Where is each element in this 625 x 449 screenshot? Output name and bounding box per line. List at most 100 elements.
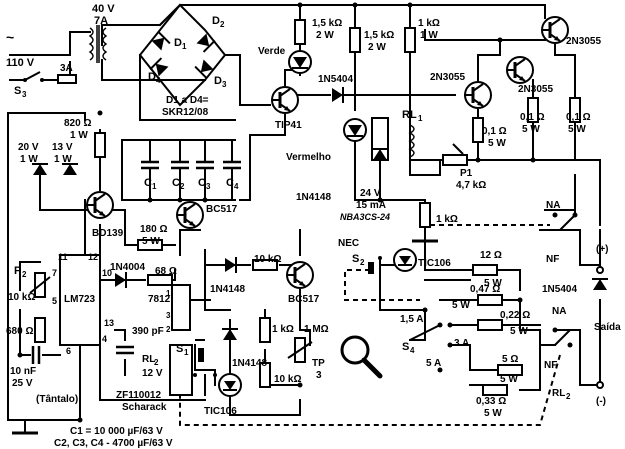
label-r1k-c: 1 kΩ	[272, 324, 294, 335]
label-re2-w: 5 W	[522, 124, 540, 135]
label-r1k-relay: 1 kΩ	[436, 214, 458, 225]
transistor-bd139	[85, 190, 115, 220]
label-r1m: 1 MΩ	[304, 324, 329, 335]
capacitor-390pf	[114, 345, 136, 355]
label-tantalo: (Tântalo)	[36, 394, 78, 405]
fuse	[57, 74, 77, 84]
label-c2-sub: 2	[180, 182, 185, 191]
output-terminal-plus[interactable]	[596, 266, 604, 274]
label-na1: NA	[546, 200, 560, 211]
label-c2: C	[172, 177, 180, 189]
label-c390: 390 pF	[132, 326, 164, 337]
switch-s3	[23, 71, 44, 82]
bridge-diode-d3	[194, 57, 216, 79]
label-p1-val: 4,7 kΩ	[456, 180, 486, 191]
label-d2: D	[212, 15, 220, 27]
label-s4: S	[402, 341, 409, 353]
label-note-2: C2, C3, C4 - 4700 µF/63 V	[54, 438, 173, 449]
label-d4-sub: 4	[156, 76, 161, 85]
label-bc517-b: BC517	[288, 294, 320, 305]
label-v40: 40 V	[92, 3, 115, 15]
label-pin6: 6	[66, 346, 71, 356]
label-z13: 13 V	[52, 142, 73, 153]
label-7812: 7812	[148, 294, 171, 305]
label-d4: D	[148, 71, 156, 83]
test-point-magnifier-icon	[340, 335, 383, 379]
label-s1-sub: 1	[184, 348, 189, 357]
output-terminal-minus[interactable]	[596, 381, 604, 389]
label-saida: Saída	[594, 322, 621, 333]
label-r180-w: 5 W	[142, 236, 160, 247]
switch-s1	[193, 339, 217, 377]
transistor-2n3055-a	[463, 80, 493, 110]
transistor-2n3055-b	[505, 55, 535, 85]
scr-tic106-b	[393, 248, 417, 272]
junction-dots	[17, 2, 536, 423]
label-r15a: 1,5 kΩ	[312, 18, 342, 29]
label-pin10: 10	[102, 268, 112, 278]
label-s1: S	[176, 343, 183, 355]
label-tp: TP	[312, 358, 325, 369]
label-d1-sub: 1	[182, 42, 187, 51]
label-r022-w: 5 W	[510, 326, 528, 337]
label-re1-w: 5 W	[488, 138, 506, 149]
label-tp-sub: 3	[316, 370, 322, 381]
label-z13-w: 1 W	[54, 154, 72, 165]
resistor-1k5-a	[294, 19, 306, 45]
label-1n4148-b: 1N4148	[210, 284, 245, 295]
label-2n3055-a: 2N3055	[430, 72, 465, 83]
label-rl2-out-sub: 2	[566, 392, 571, 401]
label-pin12: 12	[88, 252, 98, 262]
label-p2-val: 10 kΩ	[8, 292, 35, 303]
resistor-033	[482, 384, 508, 396]
label-r047-w: 5 W	[452, 300, 470, 311]
label-d3: D	[214, 75, 222, 87]
diode-1n4004	[114, 271, 127, 289]
label-r12: 12 Ω	[480, 250, 502, 261]
label-r033-w: 5 W	[484, 408, 502, 419]
ic-lm723	[59, 254, 101, 346]
label-c4: C	[226, 177, 234, 189]
capacitor-c3	[194, 160, 216, 170]
label-pin13: 13	[104, 318, 114, 328]
scr-tic106-a	[218, 373, 242, 397]
label-d1: D	[174, 37, 182, 49]
label-v110: 110 V	[6, 57, 35, 69]
diode-1n4148-b	[224, 256, 237, 274]
potentiometer-tp3	[287, 337, 313, 363]
label-re2: 0,1 Ω	[520, 112, 545, 123]
resistor-1k5-b	[349, 27, 361, 53]
label-s2: S	[352, 253, 359, 265]
label-re3-w: 5 W	[568, 124, 586, 135]
ground-symbol-left	[12, 420, 38, 435]
bridge-diode-d1	[149, 31, 171, 53]
label-p2: P	[14, 265, 21, 277]
label-1n4148-a: 1N4148	[296, 192, 331, 203]
label-p2-sub: 2	[22, 270, 27, 279]
label-pin5: 5	[52, 296, 57, 306]
label-r15b: 1,5 kΩ	[364, 30, 394, 41]
label-zf2: Scharack	[122, 402, 167, 413]
label-pin4: 4	[102, 334, 107, 344]
label-r5: 5 Ω	[502, 354, 518, 365]
label-bd139: BD139	[92, 228, 124, 239]
label-r1k: 1 kΩ	[418, 18, 440, 29]
led-verde	[288, 50, 312, 74]
capacitor-10nf	[31, 344, 41, 366]
label-lm723: LM723	[64, 294, 96, 305]
resistor-047	[477, 294, 503, 306]
label-rl2-sub: 2	[154, 358, 159, 367]
resistor-680	[34, 317, 46, 343]
label-verde: Verde	[258, 46, 286, 57]
relay-rl2	[169, 344, 193, 396]
transistor-tip41	[270, 85, 300, 115]
label-s2-sub: 2	[360, 258, 365, 267]
label-r10k-a: 10 kΩ	[254, 254, 281, 265]
label-rl2: RL	[142, 354, 155, 365]
label-r033: 0,33 Ω	[476, 396, 506, 407]
label-z20: 20 V	[18, 142, 39, 153]
label-minus: (-)	[596, 396, 606, 407]
label-s4-a: 1,5 A	[400, 314, 424, 325]
label-r680: 680 Ω	[6, 326, 33, 337]
